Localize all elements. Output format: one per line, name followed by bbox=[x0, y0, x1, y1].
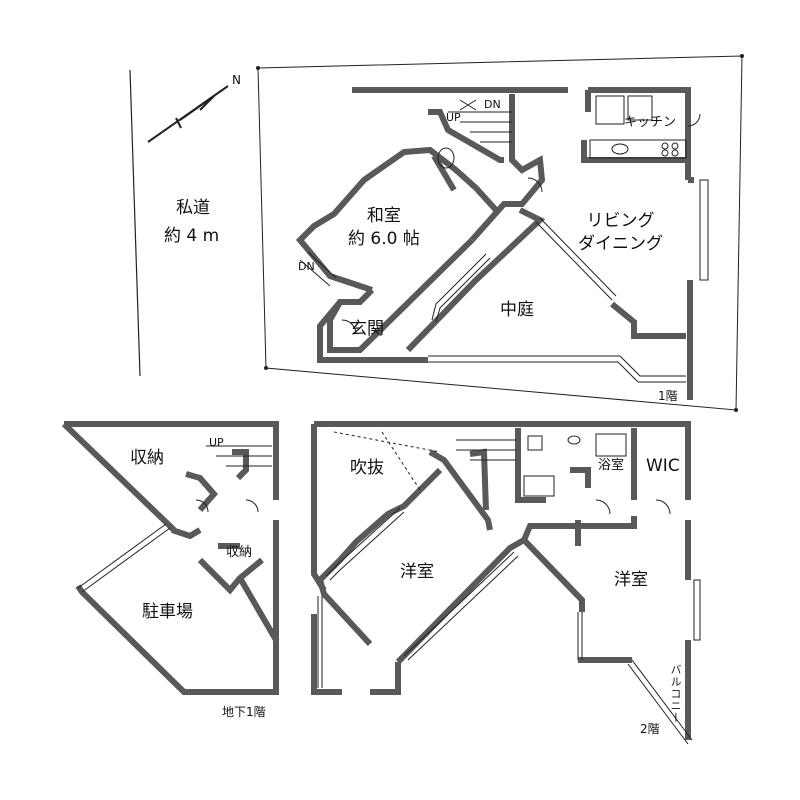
road-name: 私道 bbox=[176, 198, 210, 218]
stair-down-label-2: DN bbox=[298, 260, 315, 273]
kitchen-label: キッチン bbox=[624, 115, 677, 130]
floor2-walls bbox=[311, 421, 691, 740]
living-dining-label: リビング ダイニング bbox=[578, 211, 663, 254]
storage-label-1: 収納 bbox=[130, 448, 164, 468]
floor1-walls bbox=[295, 87, 694, 400]
western-room-label-2: 洋室 bbox=[614, 570, 648, 590]
basement-stair-up-label: UP bbox=[209, 436, 224, 449]
parking-label: 駐車場 bbox=[142, 602, 193, 622]
entrance-label: 玄関 bbox=[350, 319, 384, 339]
floor1-label: 1階 bbox=[658, 389, 678, 403]
storage-label-2: 収納 bbox=[226, 545, 253, 560]
wic-label: WIC bbox=[646, 456, 680, 476]
stair-up-label: UP bbox=[446, 111, 461, 124]
stair-down-label: DN bbox=[484, 98, 501, 111]
western-room-label-1: 洋室 bbox=[400, 562, 434, 582]
basement-walls bbox=[61, 421, 279, 695]
japanese-room-label: 和室 約 6.0 帖 bbox=[348, 206, 420, 249]
north-label: N bbox=[232, 73, 241, 87]
courtyard-label: 中庭 bbox=[500, 300, 534, 320]
bathroom-label: 浴室 bbox=[598, 458, 625, 473]
north-arrow-icon bbox=[147, 85, 229, 143]
road-edge-line bbox=[129, 69, 141, 377]
balcony-label: バルコニー bbox=[669, 664, 682, 724]
road-width: 約 4 m bbox=[164, 226, 220, 246]
void-label: 吹抜 bbox=[350, 458, 384, 478]
basement-floor-label: 地下1階 bbox=[222, 705, 266, 719]
floor2-label: 2階 bbox=[640, 722, 660, 736]
